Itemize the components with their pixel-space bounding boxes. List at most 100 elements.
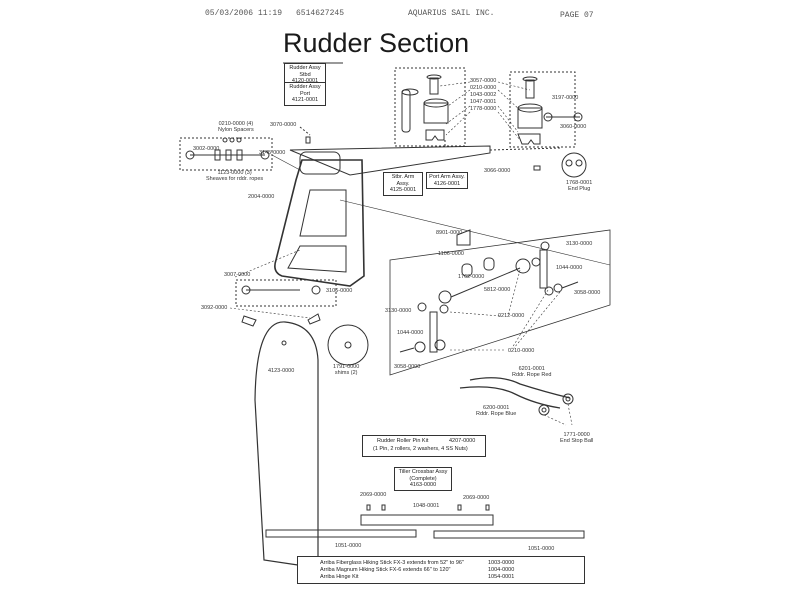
part-3057: 3057-0000 [470, 78, 497, 84]
rudder-assy-stbd-name: Rudder Assy Stbd [289, 65, 321, 78]
spring-right-group [539, 249, 548, 289]
pin-kit-contents: (1 Pin, 2 rollers, 2 washers, 4 SS Nuts) [373, 446, 468, 452]
part-0210-spacers-num: 0210-0000 (4) [218, 121, 254, 127]
roller-group-panel [389, 229, 611, 376]
part-3007: 3007-0000 [224, 272, 251, 278]
part-2004: 2004-0000 [248, 194, 275, 200]
end-plug-label: End Plug [567, 186, 591, 193]
stbd-arm-assy-name: Stbr. Arm Assy. [391, 174, 415, 187]
tiller-bar-right [433, 530, 585, 539]
hinge-kit-desc: Arriba Hinge Kit [320, 574, 359, 580]
part-3070: 3070-0000 [270, 122, 297, 128]
tiller-bar-left [265, 529, 417, 538]
rudder-assy-port-name: Rudder Assy Port [289, 84, 321, 97]
hinge-kit-part: 1054-0001 [488, 574, 515, 580]
part-3130-left: 3130-0000 [385, 308, 412, 314]
tiller-crossbar-box: Tiller Crossbar Assy (Complete) 4163-000… [394, 467, 452, 491]
pin-group [235, 279, 337, 307]
tiller-arm [289, 145, 491, 176]
part-3002: 3002-0000 [193, 146, 220, 152]
rudder-blade [254, 321, 319, 569]
shims-label: shims (2) [334, 370, 358, 377]
part-3058-right: 3058-0000 [574, 290, 601, 296]
part-3197: 3197-0000 [552, 95, 579, 101]
part-6201-num: 6201-0001 [518, 366, 545, 372]
tiller-crossbar-complete: (Complete) [409, 475, 437, 482]
roller-pin-kit-box: Rudder Roller Pin Kit 4207-0000 (1 Pin, … [362, 435, 486, 457]
part-1123-num: 1123-0000 (3) [217, 170, 252, 176]
part-1771-num: 1771-0000 [563, 432, 590, 438]
page-title: Rudder Section [283, 28, 470, 58]
crossbar-plate [360, 514, 494, 526]
stbd-arm-assy-part: 4125-0001 [389, 187, 417, 194]
part-0210-bottom: 0210-0000 [508, 348, 535, 354]
rudder-assy-port-part: 4121-0001 [291, 97, 319, 104]
part-1043: 1043-0002 [470, 92, 497, 98]
hiking-stick-fx6-part: 1004-0000 [488, 567, 515, 573]
sheaves-label: Sheaves for rddr. ropes [206, 176, 264, 183]
fax-company: AQUARIUS SAIL INC. [408, 9, 495, 18]
part-1106: 1106-0000 [438, 251, 464, 257]
part-2069-right: 2069-0000 [463, 495, 490, 501]
part-2069-left: 2069-0000 [360, 492, 387, 498]
part-6200-num: 6200-0001 [483, 405, 510, 411]
part-1051-right: 1051-0000 [528, 546, 555, 552]
fax-date: 05/03/2006 [205, 9, 254, 18]
hiking-stick-fx6-desc: Arriba Magnum Hiking Stick FX-6 extends … [320, 567, 451, 573]
fax-page: PAGE 07 [560, 11, 594, 20]
nylon-spacers-label: Nylon Spacers [218, 127, 254, 134]
gudgeon-group-left [394, 67, 466, 147]
bushing-right [517, 107, 543, 129]
spring-left-group [429, 311, 438, 353]
hiking-stick-fx3-desc: Arriba Fiberglass Hiking Stick FX-3 exte… [320, 560, 464, 566]
port-arm-assy-part: 4126-0001 [433, 180, 461, 187]
part-1044-right: 1044-0000 [556, 265, 583, 271]
pin-kit-part: 4207-0000 [449, 438, 476, 444]
stbd-arm-assy-box: Stbr. Arm Assy. 4125-0001 [383, 172, 423, 196]
part-1762: 1762-0000 [458, 274, 485, 280]
end-plug [561, 152, 587, 178]
port-arm-assy-box: Port Arm Assy. 4126-0001 [426, 172, 468, 190]
pin-kit-name: Rudder Roller Pin Kit [377, 438, 429, 444]
part-1051-left: 1051-0000 [335, 543, 362, 549]
part-1044-left: 1044-0000 [397, 330, 424, 336]
part-3066: 3066-0000 [484, 168, 511, 174]
part-1768: 1768-0001 End Plug [566, 180, 592, 193]
rope-red-label: Rddr. Rope Red [512, 372, 552, 379]
tiller-crossbar-name: Tiller Crossbar Assy [398, 469, 448, 475]
part-1768-num: 1768-0001 [566, 180, 593, 186]
shim [327, 324, 369, 366]
gudgeon-group-right [509, 71, 576, 148]
fax-time: 11:19 [258, 9, 283, 18]
rudder-assy-port-box: Rudder Assy Port 4121-0001 [284, 82, 326, 106]
part-3130-right: 3130-0000 [566, 241, 593, 247]
part-0210-spacers: 0210-0000 (4) Nylon Spacers [218, 121, 254, 134]
part-1791: 1791-0000 shims (2) [333, 364, 359, 377]
part-1047: 1047-0001 [470, 99, 497, 105]
part-3145: 3145-0000 [259, 150, 286, 156]
rope-red [469, 377, 571, 399]
part-3092: 3092-0000 [201, 305, 228, 311]
part-5812: 5812-0000 [484, 287, 511, 293]
part-1771: 1771-0000 End Stop Ball [560, 432, 593, 445]
part-4123: 4123-0000 [268, 368, 295, 374]
rope-blue-label: Rddr. Rope Blue [476, 411, 517, 418]
part-6201: 6201-0001 Rddr. Rope Red [512, 366, 551, 379]
bushing-left [423, 102, 449, 124]
hiking-stick-fx3-part: 1003-0000 [488, 560, 515, 566]
part-0212: 0212-0000 [498, 313, 525, 319]
spring-left [429, 77, 439, 95]
part-6200: 6200-0001 Rddr. Rope Blue [476, 405, 516, 418]
part-8901: 8901-0000 [436, 230, 463, 236]
part-3058-left: 3058-0000 [394, 364, 421, 370]
part-3106: 3106-0000 [326, 288, 353, 294]
spring-right [525, 79, 535, 99]
pintle-tube [401, 89, 411, 133]
hiking-stick-box: Arriba Fiberglass Hiking Stick FX-3 exte… [297, 556, 585, 584]
rudder-assy-stbd-part: 4120-0001 [287, 78, 323, 85]
part-1791-num: 1791-0000 [333, 364, 360, 370]
part-3060: 3060-0000 [560, 124, 587, 130]
port-arm-assy-name: Port Arm Assy. [429, 174, 465, 180]
part-1048: 1048-0001 [413, 503, 440, 509]
